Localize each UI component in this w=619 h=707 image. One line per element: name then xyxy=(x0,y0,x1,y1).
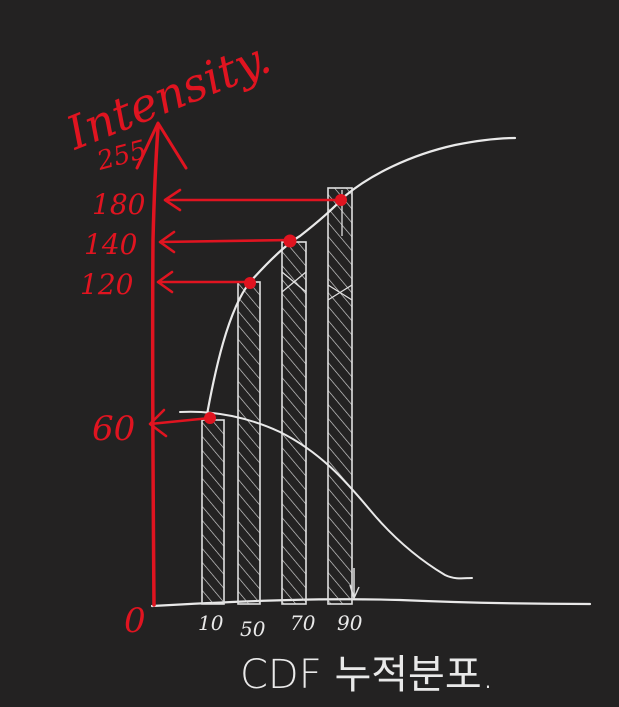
bar-50 xyxy=(237,281,261,605)
cdf-curve xyxy=(204,136,517,422)
y-axis-arrowhead xyxy=(135,121,188,170)
arrow-180 xyxy=(163,188,344,212)
x-tick-90: 90 xyxy=(337,611,363,635)
arrow-140 xyxy=(158,230,292,254)
point-140 xyxy=(283,234,297,248)
bar-10 xyxy=(201,419,225,605)
x-tick-50: 50 xyxy=(240,617,266,641)
y-tick-180: 180 xyxy=(92,188,145,221)
y-axis-line xyxy=(150,126,160,607)
y-tick-60: 60 xyxy=(92,409,135,449)
y-tick-120: 120 xyxy=(80,268,133,301)
y-tick-140: 140 xyxy=(84,228,137,261)
point-180 xyxy=(335,194,347,206)
histogram-curve xyxy=(179,410,473,580)
x-axis-label: CDF 누적분포. xyxy=(240,652,494,698)
hatched-bars xyxy=(201,187,353,605)
x-tick-10: 10 xyxy=(198,611,224,635)
mapping-arrows xyxy=(148,188,344,438)
x-tick-70: 70 xyxy=(290,611,316,635)
arrow-60 xyxy=(148,408,212,438)
mapping-points xyxy=(204,194,347,424)
bar-70 xyxy=(281,241,307,605)
origin-label: 0 xyxy=(124,601,146,641)
bar-90 xyxy=(327,187,353,605)
arrow-120 xyxy=(156,270,252,294)
point-120 xyxy=(244,277,256,289)
point-60 xyxy=(204,412,216,424)
